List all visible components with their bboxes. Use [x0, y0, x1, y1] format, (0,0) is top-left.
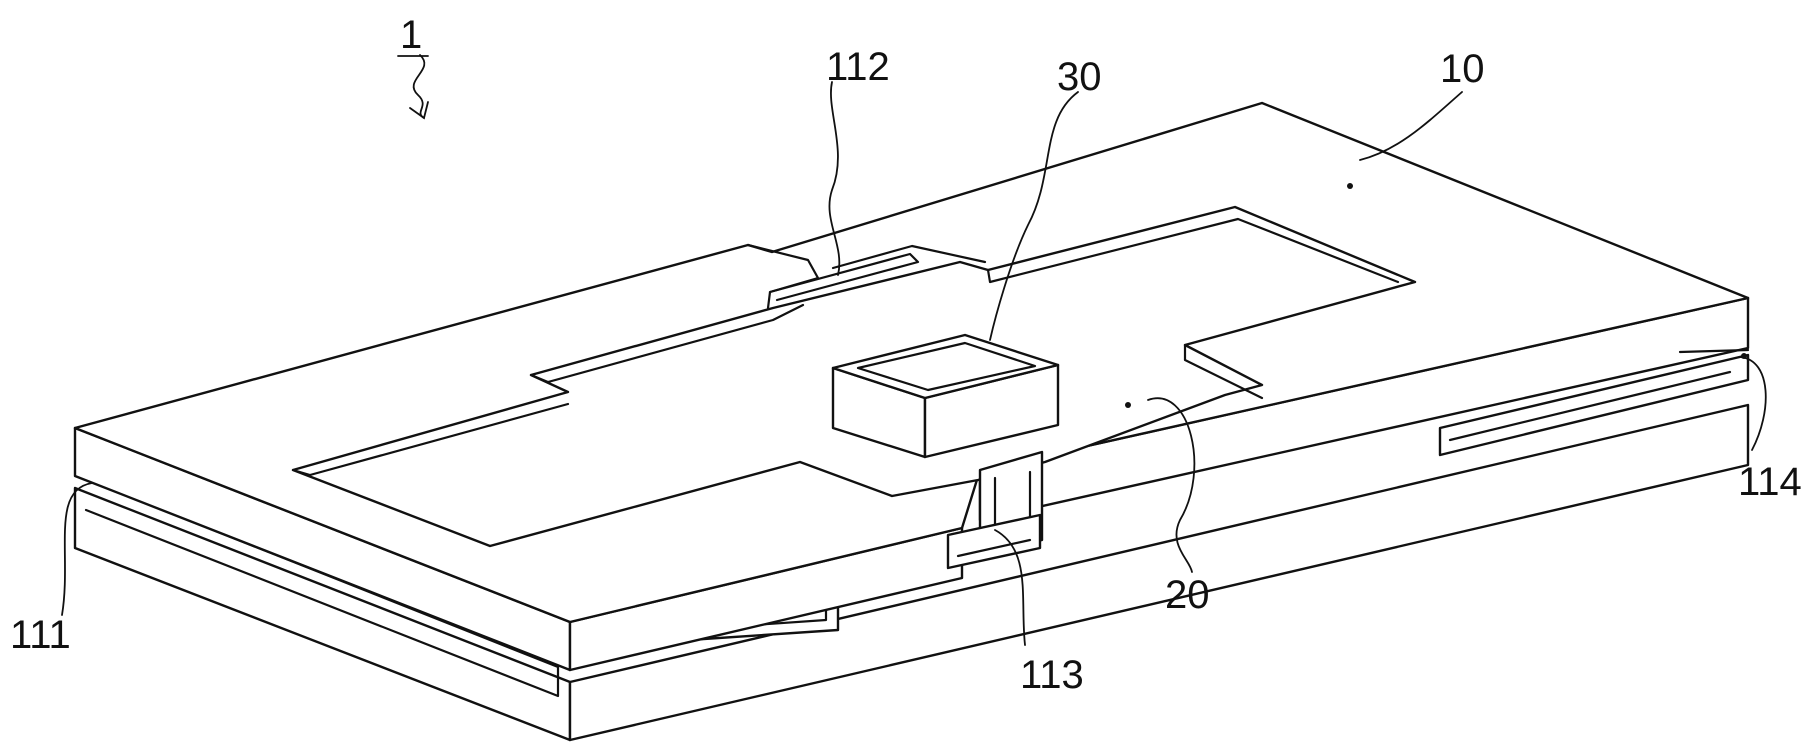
- slot-114-inner: [1448, 370, 1732, 442]
- leader-113: [994, 529, 1026, 646]
- leader-30: [989, 91, 1079, 341]
- label-112: 112: [826, 45, 890, 89]
- opening-wall-top-right: [986, 217, 1400, 284]
- dot-20: [1125, 402, 1131, 408]
- slot-113-lower: [946, 513, 1042, 570]
- chip-top: [831, 333, 1060, 400]
- leader-1-arrowhead: [409, 101, 429, 120]
- dot-10: [1347, 183, 1353, 189]
- label-30: 30: [1057, 55, 1102, 99]
- label-114: 114: [1738, 460, 1802, 504]
- label-10: 10: [1440, 47, 1485, 91]
- leader-10: [1359, 91, 1463, 161]
- chip-top-inner: [856, 341, 1037, 392]
- opening-wall-left: [291, 402, 570, 477]
- lower-plate-right-face: [568, 403, 1750, 742]
- slot-114-gap: [1678, 348, 1750, 354]
- opening-wall-top-left: [529, 303, 805, 384]
- leader-1: [412, 54, 426, 119]
- leader-20: [1147, 397, 1196, 573]
- label-111: 111: [10, 613, 71, 657]
- dot-114: [1741, 353, 1747, 359]
- notch-112-slot: [768, 252, 920, 302]
- leader-112: [828, 81, 841, 276]
- label-1: 1: [400, 13, 422, 57]
- label-113: 113: [1020, 653, 1084, 697]
- leader-lines: [61, 54, 1767, 646]
- leader-114: [1739, 356, 1767, 451]
- opening-wall-right: [1183, 343, 1264, 400]
- leader-111: [61, 482, 93, 616]
- side-slot-114: [1438, 348, 1750, 457]
- slot-113-lower-inner: [956, 538, 1032, 558]
- chip-30: [831, 333, 1060, 459]
- reference-numerals: 1 112 30 10 20 111 113 114: [10, 13, 1802, 697]
- notch-112-inner: [831, 244, 987, 270]
- label-20: 20: [1165, 573, 1210, 617]
